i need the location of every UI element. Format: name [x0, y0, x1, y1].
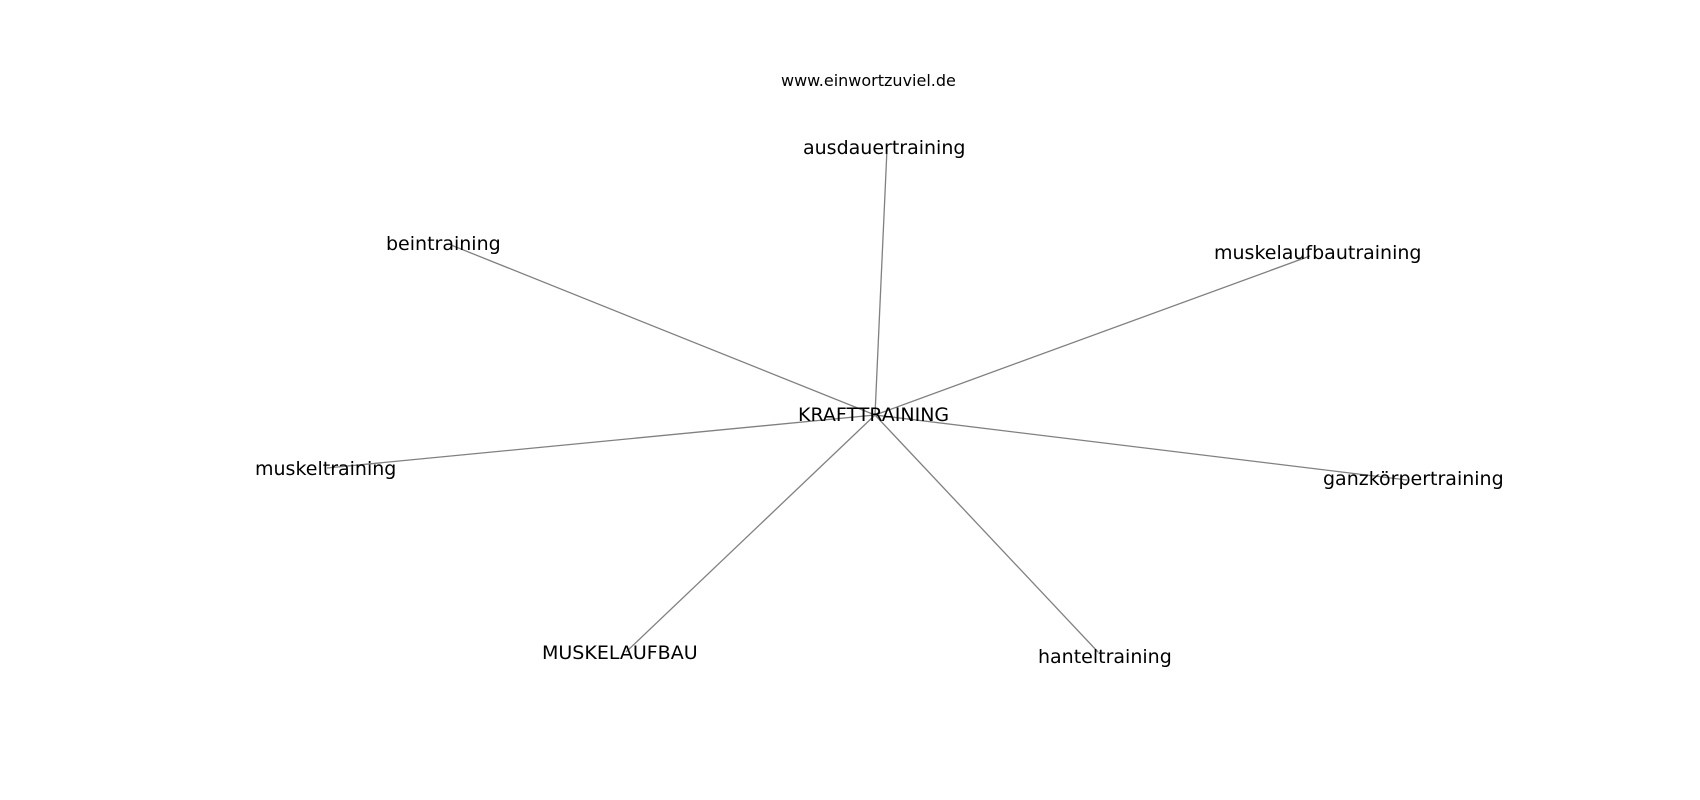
edge-ganzkoerpertraining	[874, 414, 1408, 481]
center-node-label: KRAFTTRAINING	[798, 404, 950, 426]
node-label-hanteltraining: hanteltraining	[1038, 646, 1172, 668]
node-label-muskelaufbautraining: muskelaufbautraining	[1214, 242, 1422, 264]
node-label-muskelaufbau: MUSKELAUFBAU	[542, 642, 698, 664]
edge-beintraining	[450, 244, 876, 416]
edge-ausdauertraining	[874, 148, 888, 416]
node-label-ganzkoerpertraining: ganzkörpertraining	[1323, 468, 1504, 490]
node-label-ausdauertraining: ausdauertraining	[803, 137, 966, 159]
edge-muskelaufbau	[625, 414, 876, 653]
watermark-text: www.einwortzuviel.de	[781, 71, 956, 90]
edge-hanteltraining	[874, 414, 1099, 653]
node-label-beintraining: beintraining	[386, 233, 501, 255]
edge-muskelaufbautraining	[874, 255, 1311, 416]
edge-muskeltraining	[326, 414, 876, 469]
node-label-muskeltraining: muskeltraining	[255, 458, 397, 480]
